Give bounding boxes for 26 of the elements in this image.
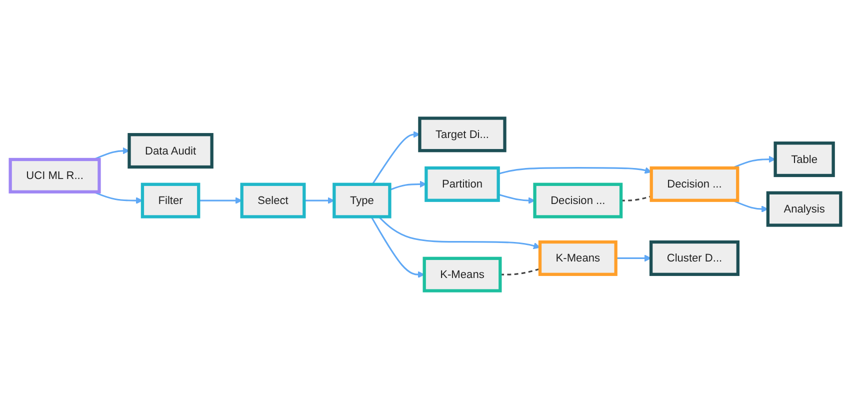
node-box: Data Audit	[128, 133, 214, 169]
connector	[621, 196, 652, 202]
node-box: Target Di...	[418, 116, 506, 152]
arrow	[198, 197, 242, 204]
node-box: Select	[240, 182, 306, 218]
arrow	[93, 147, 130, 160]
connector	[500, 268, 540, 276]
arrow	[389, 180, 426, 191]
node-box: Table	[774, 142, 835, 178]
node-box: Cluster D...	[649, 240, 740, 276]
node-box: Type	[332, 182, 392, 218]
node-box: Partition	[424, 166, 500, 202]
node-box: K-Means	[422, 256, 502, 292]
arrow	[616, 254, 652, 262]
arrow	[498, 167, 652, 175]
node-box: K-Means	[538, 240, 618, 276]
node-box: Filter	[140, 182, 200, 218]
node-box: Decision ...	[533, 182, 623, 218]
arrow	[372, 130, 420, 185]
arrow	[498, 194, 536, 204]
arrow	[378, 216, 540, 250]
node-box: Analysis	[766, 191, 842, 227]
node-box: UCI ML R...	[8, 158, 101, 194]
arrow	[304, 197, 334, 204]
arrow	[370, 216, 425, 278]
node-box: Decision ...	[650, 166, 740, 202]
